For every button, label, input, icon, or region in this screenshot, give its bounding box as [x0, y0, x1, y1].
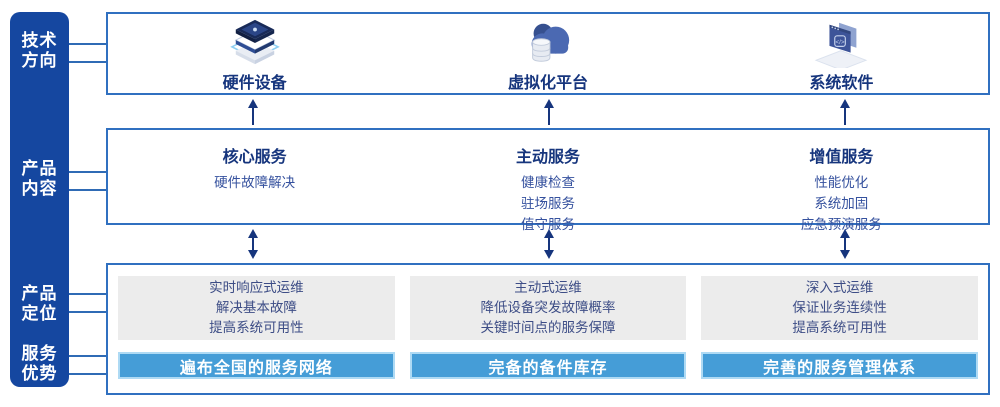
connector-line — [66, 189, 108, 191]
connector-line — [66, 43, 108, 45]
category-sidebar: 技术 方向 产品 内容 产品 定位 服务 优势 — [10, 12, 69, 387]
service-item: 驻场服务 — [520, 196, 575, 211]
service-col-core: 核心服务 硬件故障解决 — [108, 130, 401, 223]
advantage-bar: 遍布全国的服务网络 — [118, 352, 395, 379]
cloud-database-icon — [519, 17, 577, 68]
connector-line — [66, 171, 108, 173]
service-item: 硬件故障解决 — [214, 175, 296, 190]
service-item: 应急预演服务 — [800, 217, 882, 232]
connector-line — [66, 311, 108, 313]
positioning-line: 保证业务连续性 — [792, 300, 887, 315]
service-title: 主动服务 — [515, 149, 580, 166]
service-title: 增值服务 — [809, 149, 874, 166]
connector-line — [66, 61, 108, 63]
positioning-line: 实时响应式运维 — [209, 280, 304, 295]
sidebar-item-product-content: 产品 内容 — [10, 159, 69, 199]
service-item: 值守服务 — [520, 217, 575, 232]
sidebar-label-line: 服务 — [21, 344, 58, 363]
positioning-line: 降低设备突发故障概率 — [480, 300, 616, 315]
service-col-value-added: 增值服务 性能优化 系统加固 应急预演服务 — [695, 130, 988, 232]
arrow-double-vertical-icon — [248, 229, 258, 259]
advantage-bar: 完备的备件库存 — [409, 352, 687, 379]
service-item: 健康检查 — [520, 175, 575, 190]
tech-label: 系统软件 — [809, 75, 874, 92]
positioning-col-indepth: 深入式运维 保证业务连续性 提高系统可用性 完善的服务管理体系 — [701, 276, 979, 379]
sidebar-label-line: 产品 — [21, 284, 58, 303]
arrow-double-vertical-icon — [544, 229, 554, 259]
positioning-panel: 深入式运维 保证业务连续性 提高系统可用性 — [701, 276, 979, 340]
sidebar-label-line: 内容 — [21, 179, 58, 198]
connector-line — [66, 355, 108, 357]
tech-col-software: </> 系统软件 — [695, 14, 988, 93]
sidebar-label-line: 方向 — [21, 51, 58, 70]
server-stack-icon — [226, 17, 284, 68]
positioning-line: 关键时间点的服务保障 — [480, 320, 616, 335]
product-content-box: 核心服务 硬件故障解决 主动服务 健康检查 驻场服务 值守服务 增值服务 性能优… — [106, 128, 990, 232]
arrow-up-icon — [544, 99, 554, 125]
positioning-col-realtime: 实时响应式运维 解决基本故障 提高系统可用性 遍布全国的服务网络 — [118, 276, 395, 379]
arrow-up-icon — [840, 99, 850, 125]
tech-label: 硬件设备 — [222, 75, 287, 92]
connector-line — [66, 373, 108, 375]
tech-direction-box: 硬件设备 虚拟化平台 — [106, 12, 990, 95]
advantage-bar: 完善的服务管理体系 — [701, 352, 979, 379]
service-title: 核心服务 — [222, 149, 287, 166]
positioning-line: 主动式运维 — [514, 280, 582, 295]
sidebar-label-line: 产品 — [21, 159, 58, 178]
positioning-line: 解决基本故障 — [215, 300, 297, 315]
positioning-panel: 实时响应式运维 解决基本故障 提高系统可用性 — [118, 276, 395, 340]
sidebar-item-tech-direction: 技术 方向 — [10, 31, 69, 71]
tech-col-hardware: 硬件设备 — [108, 14, 401, 93]
product-positioning-box: 实时响应式运维 解决基本故障 提高系统可用性 遍布全国的服务网络 主动式运维 降… — [106, 263, 990, 395]
arrow-double-vertical-icon — [840, 229, 850, 259]
positioning-line: 提高系统可用性 — [209, 320, 304, 335]
svg-text:</>: </> — [836, 38, 845, 45]
tech-col-virtualization: 虚拟化平台 — [401, 14, 694, 93]
service-item: 系统加固 — [814, 196, 869, 211]
positioning-panel: 主动式运维 降低设备突发故障概率 关键时间点的服务保障 — [409, 276, 687, 340]
sidebar-item-product-positioning: 产品 定位 — [10, 284, 69, 324]
positioning-col-proactive: 主动式运维 降低设备突发故障概率 关键时间点的服务保障 完备的备件库存 — [409, 276, 687, 379]
software-window-icon: </> — [812, 17, 870, 68]
positioning-line: 提高系统可用性 — [792, 320, 887, 335]
sidebar-label-line: 定位 — [21, 304, 58, 323]
connector-line — [66, 293, 108, 295]
service-item: 性能优化 — [814, 175, 869, 190]
tech-label: 虚拟化平台 — [507, 75, 588, 92]
sidebar-label-line: 优势 — [21, 364, 58, 383]
sidebar-item-service-advantage: 服务 优势 — [10, 344, 69, 384]
arrow-up-icon — [248, 99, 258, 125]
service-col-proactive: 主动服务 健康检查 驻场服务 值守服务 — [401, 130, 694, 232]
positioning-line: 深入式运维 — [805, 280, 874, 295]
sidebar-label-line: 技术 — [21, 31, 58, 50]
